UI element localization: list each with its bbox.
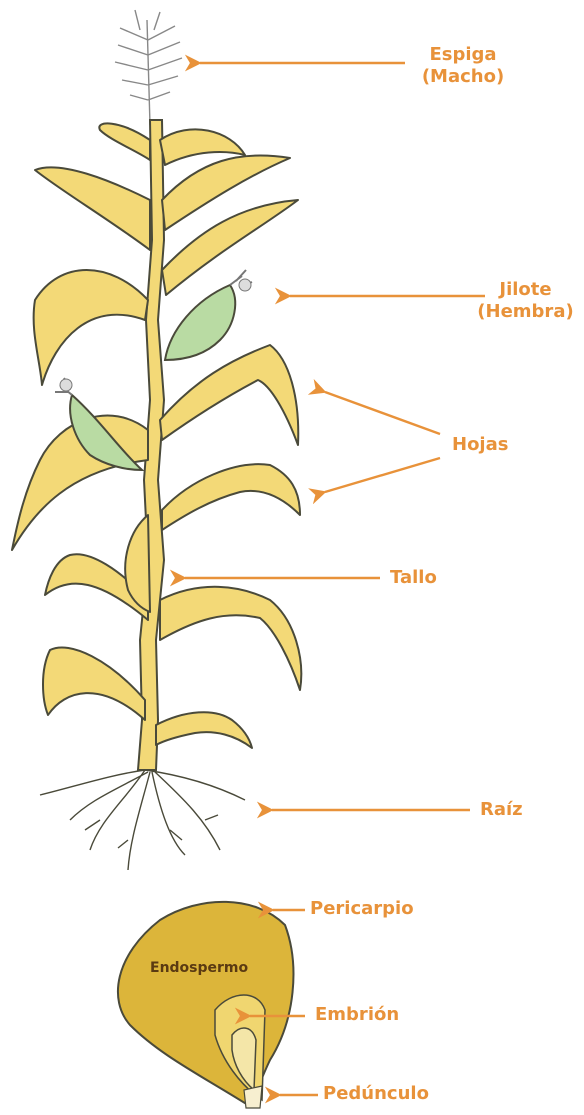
arrow-hojas-upper: [325, 392, 440, 434]
label-espiga-sub: (Macho): [408, 66, 518, 88]
label-hojas: Hojas: [452, 434, 508, 456]
label-embrion: Embrión: [315, 1004, 399, 1026]
label-espiga-title: Espiga: [408, 44, 518, 66]
label-jilote-title: Jilote: [468, 279, 583, 301]
label-tallo: Tallo: [390, 567, 437, 589]
label-endospermo: Endospermo: [150, 960, 248, 976]
label-pedunculo: Pedúnculo: [323, 1083, 429, 1105]
tassel: [115, 10, 182, 125]
label-pericarpio: Pericarpio: [310, 898, 414, 920]
label-jilote-sub: (Hembra): [468, 301, 583, 323]
roots: [40, 770, 245, 870]
arrow-hojas-lower: [325, 458, 440, 492]
label-raiz: Raíz: [480, 799, 523, 821]
label-jilote: Jilote (Hembra): [468, 279, 583, 323]
label-espiga: Espiga (Macho): [408, 44, 518, 88]
kernel: [118, 902, 294, 1108]
